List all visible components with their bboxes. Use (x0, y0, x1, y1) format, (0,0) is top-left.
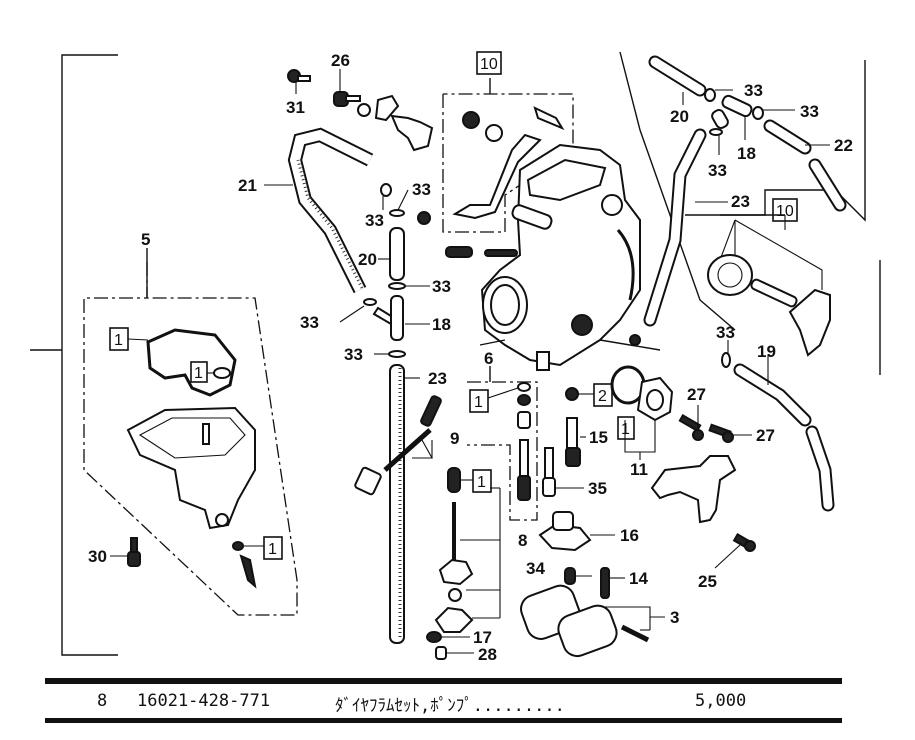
callout-30: 30 (88, 547, 107, 566)
screw-30 (110, 537, 141, 567)
carburetor-body (479, 143, 661, 371)
callout-28: 28 (478, 645, 497, 664)
boxed-callout-10: 10 (476, 51, 502, 75)
ref-number: 8 (97, 691, 108, 711)
part-number: 16021-428-771 (137, 691, 271, 711)
svg-text:10: 10 (480, 56, 498, 73)
accelerator-pump-cover-set (610, 365, 674, 460)
needle-jet-set-box (467, 366, 538, 521)
callout-21: 21 (238, 176, 257, 195)
float-chamber (126, 406, 256, 530)
boxed-callout-1: 1 (460, 469, 492, 493)
svg-text:1: 1 (474, 394, 483, 411)
hose-21 (264, 127, 374, 294)
callout-18: 18 (737, 144, 756, 163)
pump-diaphragm-set (426, 467, 501, 660)
callout-15: 15 (589, 428, 608, 447)
callout-33: 33 (412, 180, 431, 199)
callout-16: 16 (620, 526, 639, 545)
callout-34: 34 (526, 559, 545, 578)
svg-text:1: 1 (194, 365, 203, 382)
callout-33: 33 (365, 211, 384, 230)
part-price: 5,000 (695, 691, 747, 711)
callout-25: 25 (698, 572, 717, 591)
callout-18: 18 (432, 315, 451, 334)
callout-33: 33 (708, 161, 727, 180)
hose-19 (721, 340, 835, 512)
callout-23: 23 (731, 192, 750, 211)
drain-screw (232, 541, 257, 589)
parts-list-top-rule (45, 678, 842, 684)
carburetor-exploded-diagram: 31 26 21 33 33 20 33 33 18 33 23 9 5 30 … (30, 51, 881, 664)
callout-33: 33 (744, 81, 763, 100)
callout-labels: 31 26 21 33 33 20 33 33 18 33 23 9 5 30 … (88, 51, 853, 664)
callout-19: 19 (757, 342, 776, 361)
screws-27 (678, 405, 752, 443)
callout-22: 22 (834, 136, 853, 155)
callout-9: 9 (450, 429, 459, 448)
float-chamber-set-box (83, 248, 298, 616)
boxed-callout-1: 1 (109, 327, 149, 351)
float-set (520, 567, 665, 658)
callout-33: 33 (716, 323, 735, 342)
throttle-cable-bracket (650, 455, 737, 524)
throttle-link-set-box (442, 78, 574, 233)
pilot-screw-set (354, 395, 442, 496)
part-description: ﾀﾞｲﾔﾌﾗﾑｾｯﾄ,ﾎﾟﾝﾌﾟ......... (335, 696, 565, 716)
callout-33: 33 (800, 102, 819, 121)
callout-14: 14 (629, 569, 648, 588)
boxed-callouts: 10 10 1 1 1 1 1 (109, 51, 798, 560)
boxed-callout-2: 2 (593, 383, 613, 407)
callout-5: 5 (141, 230, 150, 249)
upper-right-hoses (643, 55, 847, 327)
callout-31: 31 (286, 98, 305, 117)
callout-27: 27 (756, 426, 775, 445)
svg-text:1: 1 (114, 332, 123, 349)
throttle-drum-set-box (619, 51, 881, 375)
screw-25 (714, 533, 756, 569)
callout-33: 33 (344, 345, 363, 364)
callout-26: 26 (331, 51, 350, 70)
assembly-bracket (30, 54, 118, 656)
boxed-callout-1: 1 (617, 416, 635, 440)
callout-8: 8 (518, 531, 527, 550)
boxed-callout-1: 1 (190, 361, 214, 383)
callout-17: 17 (473, 628, 492, 647)
parts-list-row: 8 16021-428-771 ﾀﾞｲﾔﾌﾗﾑｾｯﾄ,ﾎﾟﾝﾌﾟ........… (45, 686, 842, 716)
center-hose-assembly (339, 189, 431, 644)
callout-23: 23 (428, 369, 447, 388)
callout-20: 20 (670, 107, 689, 126)
boxed-callout-1: 1 (469, 387, 519, 413)
callout-20: 20 (358, 250, 377, 269)
svg-text:2: 2 (598, 388, 607, 405)
callout-33: 33 (432, 277, 451, 296)
svg-text:1: 1 (268, 541, 277, 558)
jets-and-holder (538, 387, 615, 552)
throttle-stop-parts (287, 69, 434, 210)
svg-text:1: 1 (621, 421, 630, 438)
svg-text:10: 10 (776, 203, 794, 220)
boxed-callout-10: 10 (772, 198, 798, 222)
svg-text:1: 1 (477, 474, 486, 491)
boxed-callout-1: 1 (243, 536, 283, 560)
callout-6: 6 (484, 349, 493, 368)
callout-27: 27 (687, 385, 706, 404)
callout-35: 35 (588, 479, 607, 498)
callout-11: 11 (630, 460, 648, 479)
callout-3: 3 (670, 608, 679, 627)
spring-and-needle (445, 246, 518, 258)
callout-33: 33 (300, 313, 319, 332)
parts-list-bottom-rule (45, 718, 842, 723)
